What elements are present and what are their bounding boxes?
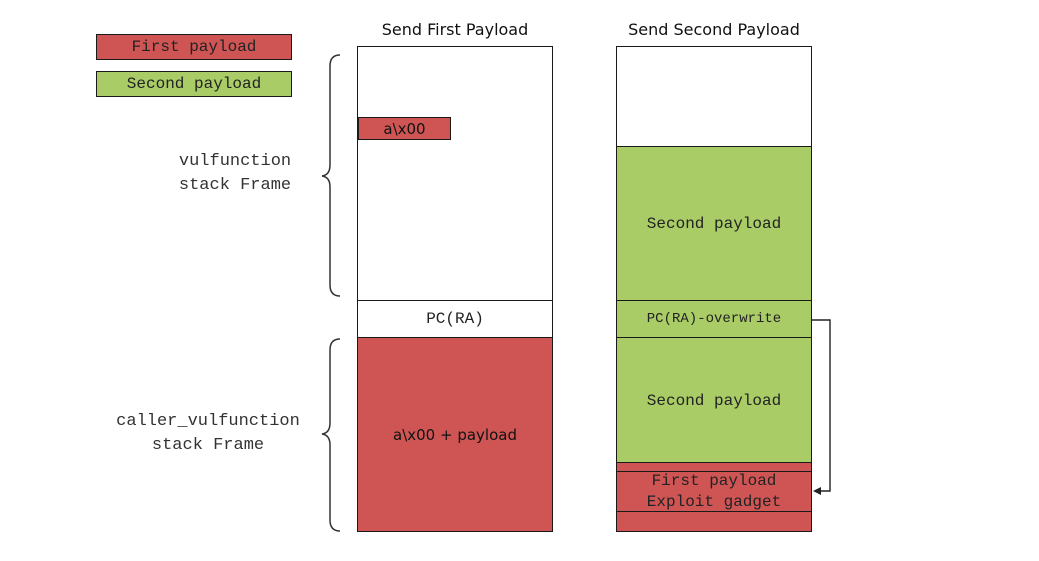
first-pc-ra-text: PC(RA): [426, 310, 484, 328]
second-upper-payload-text: Second payload: [646, 215, 782, 233]
first-column-title-text: Send First Payload: [381, 19, 529, 39]
vulfunction-label-line2: stack Frame: [178, 176, 292, 195]
legend-first-payload: First payload: [96, 34, 292, 60]
legend-second-payload: Second payload: [96, 71, 292, 97]
vulfunction-label-line1: vulfunction: [178, 152, 292, 171]
second-upper-payload: Second payload: [616, 146, 812, 302]
legend-first-payload-label: First payload: [131, 38, 257, 56]
second-column-title-text: Send Second Payload: [628, 19, 800, 39]
first-column-frame: [357, 46, 553, 301]
vulfunction-bracket: [321, 54, 341, 297]
caller-frame-label: caller_vulfunction stack Frame: [96, 410, 320, 458]
caller-bracket: [321, 338, 341, 532]
first-big-payload: a\x00 + payload: [357, 337, 553, 532]
first-small-payload-text: a\x00: [383, 119, 426, 138]
second-pc-overwrite-text: PC(RA)-overwrite: [646, 311, 782, 327]
first-pc-ra: PC(RA): [357, 300, 553, 338]
first-column-title: Send First Payload: [357, 18, 553, 40]
second-first-payload-strip-bottom: [616, 511, 812, 532]
second-exploit-gadget: First payload Exploit gadget: [616, 471, 812, 513]
second-pc-overwrite: PC(RA)-overwrite: [616, 300, 812, 338]
overwrite-arrow-head: [813, 487, 821, 495]
exploit-line1-text: First payload: [651, 472, 777, 490]
second-lower-payload-text: Second payload: [646, 391, 782, 410]
second-column-title: Send Second Payload: [616, 18, 812, 40]
caller-label-line1: caller_vulfunction: [116, 412, 300, 431]
vulfunction-frame-label: vulfunction stack Frame: [150, 150, 320, 198]
first-small-payload: a\x00: [358, 117, 451, 140]
exploit-line2-text: Exploit gadget: [646, 493, 782, 511]
first-big-payload-text: a\x00 + payload: [393, 425, 517, 444]
second-column-top-empty: [616, 46, 812, 148]
legend-second-payload-label: Second payload: [126, 75, 262, 93]
second-lower-payload: Second payload: [616, 337, 812, 464]
caller-label-line2: stack Frame: [151, 436, 265, 455]
overwrite-arrow-line: [812, 319, 831, 492]
